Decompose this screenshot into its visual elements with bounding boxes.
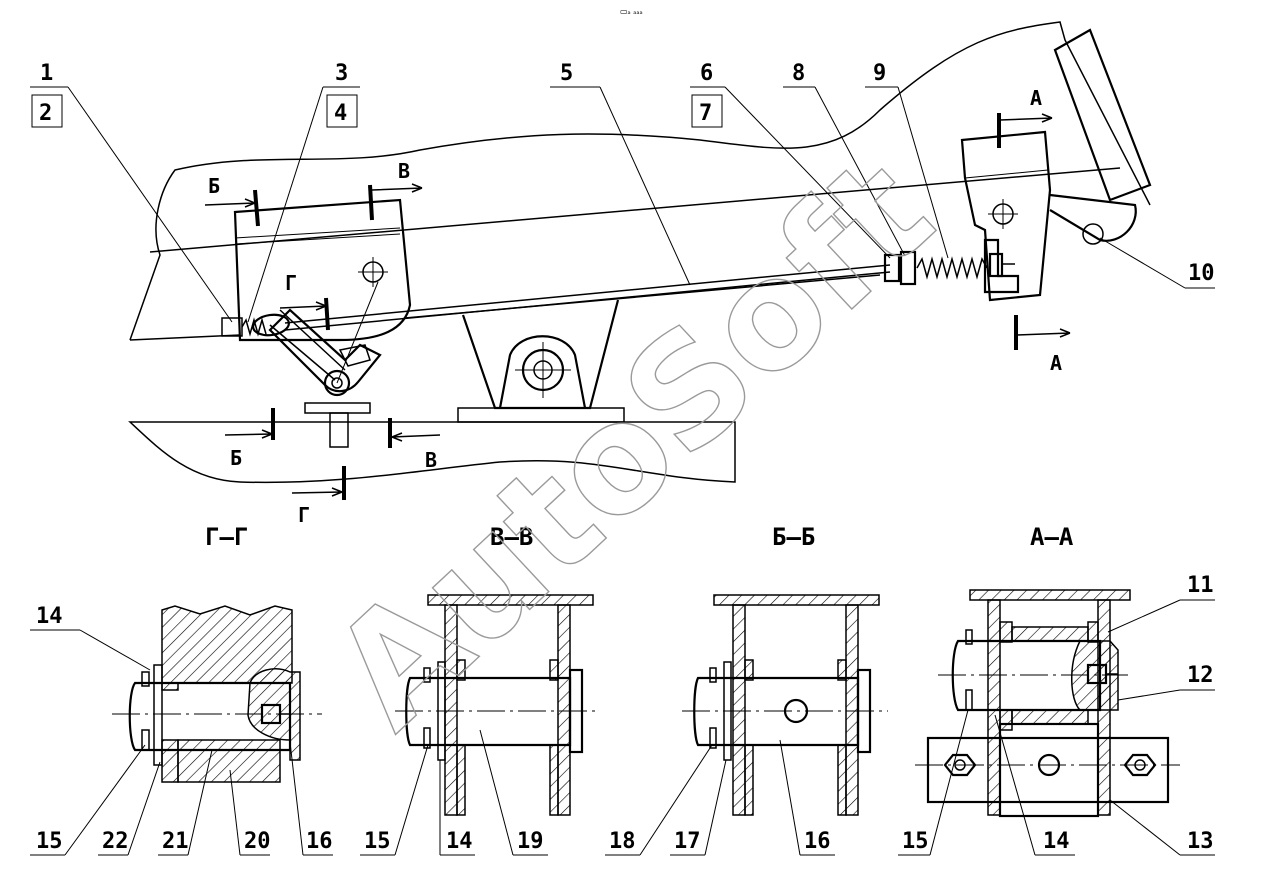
main-view: А А Б Б В В Г Г 1 2 3	[30, 21, 1215, 527]
callout-5: 5	[560, 61, 573, 86]
pin-21	[128, 681, 292, 752]
section-title-v: В–В	[490, 523, 533, 551]
lower-frame-outline	[128, 421, 736, 484]
callout-15-g: 15	[36, 829, 63, 854]
left-bracket-inner	[234, 227, 401, 239]
cut-marker-v-top	[368, 184, 374, 221]
shoe-pivot	[1082, 223, 1104, 245]
cut-letter-a-top: А	[1030, 86, 1042, 110]
callout-15-a: 15	[902, 829, 929, 854]
section-title-g: Г–Г	[205, 523, 248, 551]
section-title-b: Б–Б	[772, 523, 815, 551]
callout-1: 1	[40, 61, 53, 86]
right-wall-b	[845, 604, 859, 816]
spring-end-nut	[988, 252, 1004, 278]
title-mark: ▭ₐ ₐₐₐ	[620, 7, 643, 16]
washer-22	[153, 664, 163, 766]
lever	[268, 308, 382, 393]
callout-15-v: 15	[364, 829, 391, 854]
callout-20: 20	[244, 829, 271, 854]
base-pad	[304, 402, 371, 414]
link-arm	[269, 309, 346, 381]
pin-a	[951, 639, 1102, 712]
callout-7: 7	[699, 101, 712, 126]
section-title-a: А–А	[1030, 523, 1074, 551]
callout-14-g: 14	[36, 604, 63, 629]
callout-12: 12	[1187, 663, 1214, 688]
cut-letter-b-top: Б	[208, 174, 220, 198]
brake-shoe-block	[1053, 28, 1152, 202]
cut-letter-g-bottom: Г	[298, 503, 310, 527]
section-a-a: 11 12 13 14 15	[898, 573, 1215, 856]
spring-hook	[983, 238, 1020, 294]
callout-4: 4	[334, 101, 347, 126]
pull-rod	[284, 264, 891, 331]
callout-18: 18	[609, 829, 636, 854]
pin-19	[405, 676, 572, 747]
cotter-pin-15-bot	[141, 729, 150, 751]
callout-21: 21	[162, 829, 189, 854]
upper-frame-outline	[129, 21, 1151, 341]
rod-nut-right-1	[883, 253, 901, 283]
top-plate-v	[427, 594, 594, 606]
callout-16-g: 16	[306, 829, 333, 854]
callout-11: 11	[1187, 573, 1214, 598]
pin-16	[693, 676, 860, 747]
callout-17: 17	[674, 829, 701, 854]
top-plate-b	[713, 594, 880, 606]
callout-19: 19	[517, 829, 544, 854]
cut-marker-b-top	[253, 189, 260, 227]
section-v-v: 15 14 19	[360, 594, 600, 856]
left-bracket-inner2	[234, 233, 401, 245]
cut-letter-b-bottom: Б	[230, 446, 242, 470]
cut-marker-g-top	[324, 297, 330, 331]
callout-14-a: 14	[1043, 829, 1070, 854]
watermark: AutoSoft	[301, 126, 965, 762]
callouts-main: 1 2 3 4 5 6 7 8 9 10	[30, 61, 1215, 323]
bushing-11-top	[1011, 626, 1089, 642]
callout-14-v: 14	[446, 829, 473, 854]
right-wall-v	[557, 604, 571, 816]
grease-cap-16	[247, 668, 301, 761]
callout-16-b: 16	[804, 829, 831, 854]
support-base	[457, 407, 625, 423]
section-b-b: 18 17 16	[605, 594, 888, 856]
cut-letter-v-top: В	[398, 159, 410, 183]
left-wall-b	[732, 604, 746, 816]
base-pin	[329, 412, 349, 448]
hub-section	[177, 739, 281, 783]
callout-8: 8	[792, 61, 805, 86]
section-g-g: 14 15 22 21 20 16	[30, 604, 333, 856]
lever-stop	[338, 344, 371, 367]
bushing-11-bot	[1011, 709, 1089, 725]
support-lug	[498, 335, 587, 409]
tension-spring	[916, 256, 988, 280]
cotter-pin-15-top	[141, 671, 150, 687]
callout-13: 13	[1187, 829, 1214, 854]
rod-nut-right-2	[899, 250, 917, 286]
shoe-arm	[1049, 193, 1137, 242]
callout-22: 22	[102, 829, 129, 854]
callout-6: 6	[700, 61, 713, 86]
cut-letter-v-bottom: В	[425, 448, 437, 472]
callout-10: 10	[1188, 261, 1215, 286]
cut-letter-g-top: Г	[285, 271, 297, 295]
cut-letter-a-bottom: А	[1050, 351, 1062, 375]
callout-3: 3	[335, 61, 348, 86]
callout-2: 2	[39, 101, 52, 126]
left-bracket	[233, 198, 412, 342]
right-bracket	[960, 130, 1052, 302]
rod-left-spring	[241, 317, 267, 337]
top-plate-a	[969, 589, 1131, 601]
frame-longitudinal-line	[149, 167, 1121, 253]
arm-13	[926, 736, 1170, 804]
callout-9: 9	[873, 61, 886, 86]
lever-pivot	[323, 369, 351, 397]
lever-body-section	[161, 605, 293, 691]
left-wall-a	[987, 599, 1001, 816]
